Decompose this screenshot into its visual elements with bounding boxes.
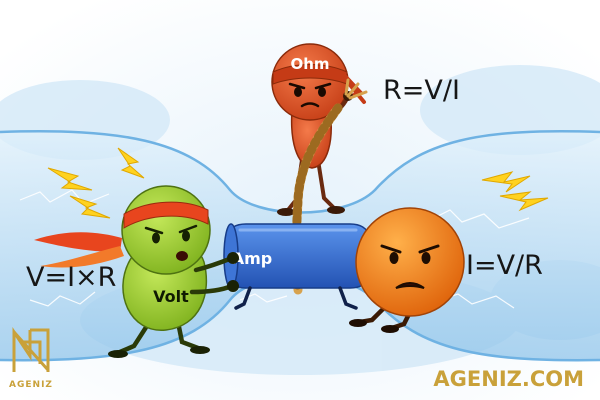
formula-current: I=V/R <box>466 250 543 281</box>
formula-voltage: V=I×R <box>26 262 116 293</box>
logo-text: AGENIZ <box>9 380 53 390</box>
ageniz-logo-icon <box>12 327 50 372</box>
amp-label: Amp <box>232 249 273 268</box>
amp-character <box>223 223 369 310</box>
current-character <box>349 207 465 333</box>
site-url: AGENIZ.COM <box>433 367 584 391</box>
lightning-icon <box>47 147 549 219</box>
ohm-label: Ohm <box>290 55 329 73</box>
volt-character <box>34 185 239 358</box>
formula-resistance: R=V/I <box>383 75 460 106</box>
volt-label: Volt <box>153 287 189 306</box>
ohm-character <box>271 43 366 216</box>
